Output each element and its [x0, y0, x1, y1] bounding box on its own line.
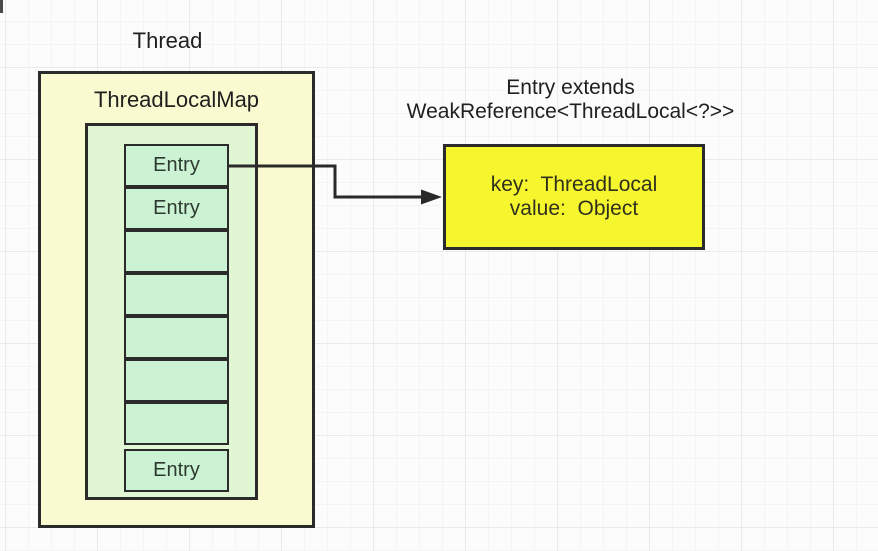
entry-cell-label: Entry — [153, 459, 200, 481]
entry-note-line2: WeakReference<ThreadLocal<?>> — [406, 100, 735, 123]
entry-cell — [124, 359, 229, 402]
entry-table: Entry Entry Entry — [124, 144, 229, 492]
thread-label: Thread — [132, 28, 203, 53]
entry-note-line1: Entry extends — [506, 76, 635, 99]
screen-corner-artifact — [0, 0, 3, 13]
thread-box: ThreadLocalMap Entry Entry Entry — [38, 71, 315, 528]
entry-cell — [124, 273, 229, 316]
entry-cell — [124, 230, 229, 273]
entry-box: key: ThreadLocal value: Object — [443, 144, 705, 250]
entry-cell — [124, 316, 229, 359]
entry-cell: Entry — [124, 144, 229, 187]
arrowhead-icon — [421, 189, 442, 205]
threadlocalmap-box: Entry Entry Entry — [85, 123, 258, 500]
entry-cell: Entry — [124, 449, 229, 492]
entry-cell-label: Entry — [153, 154, 200, 176]
entry-value-line: value: Object — [509, 197, 639, 220]
threadlocalmap-label: ThreadLocalMap — [93, 87, 260, 112]
entry-cell: Entry — [124, 187, 229, 230]
entry-key-line: key: ThreadLocal — [490, 173, 658, 196]
entry-cell-label: Entry — [153, 197, 200, 219]
entry-cell — [124, 402, 229, 445]
entry-note: Entry extends WeakReference<ThreadLocal<… — [398, 76, 743, 124]
